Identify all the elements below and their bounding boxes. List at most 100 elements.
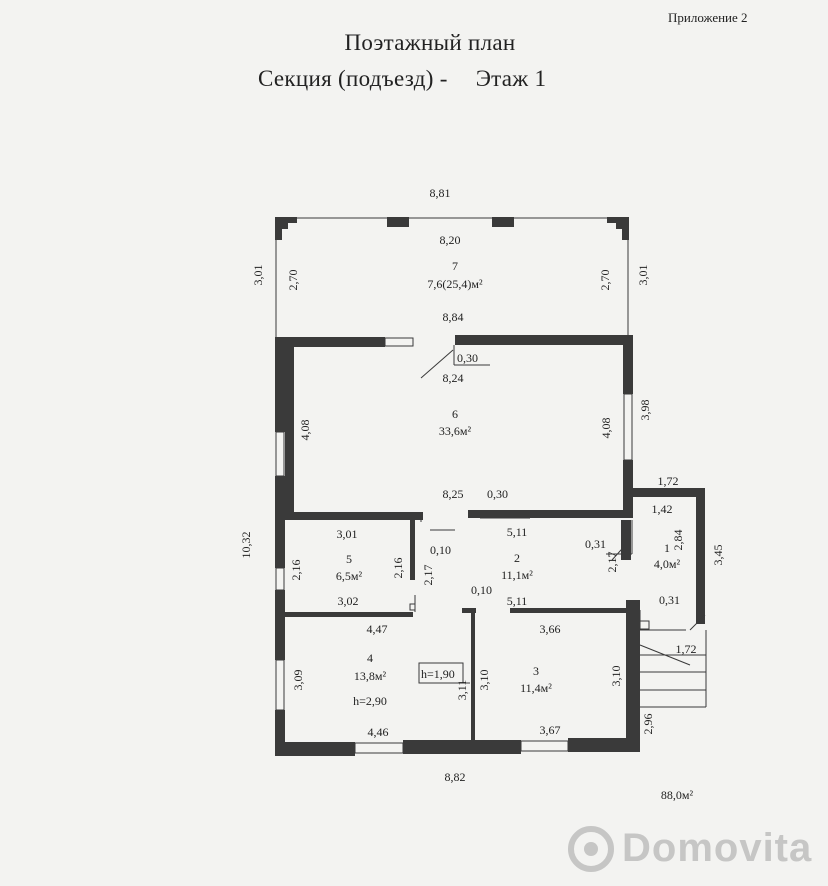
dim-room5-right-height: 2,16 bbox=[391, 558, 405, 579]
floor-label: Этаж 1 bbox=[475, 66, 547, 91]
wall-bottom-2 bbox=[403, 740, 521, 754]
partition-mid-right bbox=[510, 608, 626, 613]
dim-corridor-bottom-width: 5,11 bbox=[507, 594, 528, 608]
window-bottom-1 bbox=[354, 742, 404, 754]
dim-hall-right-outer: 3,98 bbox=[638, 400, 652, 421]
watermark-text: Domovita bbox=[622, 826, 813, 870]
partition-hall-bottom-right bbox=[468, 510, 623, 518]
room-6-number: 6 bbox=[452, 407, 458, 421]
terrace-corner-right bbox=[607, 217, 629, 240]
vestibule-right bbox=[696, 488, 705, 624]
dim-top-overall: 8,81 bbox=[430, 186, 451, 200]
appendix-label: Приложение 2 bbox=[668, 10, 748, 25]
dim-room5-width: 3,01 bbox=[337, 527, 358, 541]
dim-hall-bottom-width: 8,25 bbox=[443, 487, 464, 501]
dim-room4-bottom-width: 4,46 bbox=[368, 725, 389, 739]
room-7-area: 7,6(25,4)м² bbox=[427, 277, 483, 291]
dim-room4-top-width: 4,47 bbox=[367, 622, 388, 636]
room-4-height: h=2,90 bbox=[353, 694, 387, 708]
window-left-3 bbox=[275, 659, 285, 711]
dim-terrace-left-outer: 3,01 bbox=[251, 265, 265, 286]
wall-left-1 bbox=[275, 337, 285, 432]
partition-vertical bbox=[471, 612, 475, 744]
dim-vestibule-top-width: 1,72 bbox=[658, 474, 679, 488]
partition-stub bbox=[462, 608, 476, 613]
window-vestibule bbox=[652, 488, 684, 497]
window-left-2 bbox=[275, 567, 285, 591]
wall-left-3 bbox=[275, 590, 285, 660]
dim-room5-left-height: 2,16 bbox=[289, 560, 303, 581]
terrace-column-1 bbox=[387, 217, 409, 227]
partition-hall-bottom-left bbox=[285, 512, 423, 520]
dim-hall-right-height: 4,08 bbox=[599, 418, 613, 439]
dim-room5-partition: 0,10 bbox=[430, 543, 451, 557]
room-3-number: 3 bbox=[533, 664, 539, 678]
dim-partition-mid: 0,10 bbox=[471, 583, 492, 597]
partition-room5-right bbox=[410, 520, 415, 580]
partition-mid-left bbox=[285, 612, 413, 617]
room-3-area: 11,4м² bbox=[520, 681, 552, 695]
dim-room3-bottom-width: 3,67 bbox=[540, 723, 561, 737]
room-7-number: 7 bbox=[452, 259, 458, 273]
dim-vestibule-right-outer: 3,45 bbox=[711, 545, 725, 566]
window-right bbox=[623, 393, 633, 461]
dim-terrace-right-inner: 2,70 bbox=[598, 270, 612, 291]
terrace-column-2 bbox=[492, 217, 514, 227]
wall-right-lower bbox=[626, 600, 640, 752]
wall-bottom-1 bbox=[275, 742, 355, 756]
terrace-corner-left-inner bbox=[282, 223, 288, 229]
wall-top-right bbox=[455, 335, 633, 345]
terrace-corner-left bbox=[275, 217, 297, 240]
dim-room3-top-width: 3,66 bbox=[540, 622, 561, 636]
dim-room5-bottom-width: 3,02 bbox=[338, 594, 359, 608]
room-5-area: 6,5м² bbox=[336, 569, 363, 583]
dim-porch-height: 2,96 bbox=[641, 714, 655, 735]
dim-room4-ceiling: h=1,90 bbox=[421, 667, 455, 681]
dim-vestibule-bottom-width: 1,72 bbox=[676, 642, 697, 656]
room-labels: 7 7,6(25,4)м² 6 33,6м² 5 6,5м² 2 11,1м² … bbox=[336, 259, 681, 708]
partition-hall-left bbox=[285, 347, 294, 517]
dim-vestibule-top-gap: 1,42 bbox=[652, 502, 673, 516]
room-6-area: 33,6м² bbox=[439, 424, 472, 438]
wall-right-1 bbox=[623, 337, 633, 394]
wall-bottom-3 bbox=[568, 738, 640, 752]
dim-corridor-top-width: 5,11 bbox=[507, 525, 528, 539]
vestibule-top bbox=[633, 488, 705, 497]
dim-vestibule-bottom-gap: 0,31 bbox=[659, 593, 680, 607]
dim-terrace-bottom: 8,84 bbox=[443, 310, 464, 324]
section-label: Секция (подъезд) - bbox=[258, 66, 448, 91]
window-bottom-2 bbox=[520, 740, 569, 752]
dim-room4-right-outer: 3,11 bbox=[455, 680, 469, 701]
dim-room4-left-height: 3,09 bbox=[291, 670, 305, 691]
dim-corridor-gap: 0,31 bbox=[585, 537, 606, 551]
room-4-number: 4 bbox=[367, 651, 373, 665]
dim-room4-right-inner: 3,10 bbox=[477, 670, 491, 691]
dim-corridor-right-height: 2,17 bbox=[605, 552, 619, 573]
wall-corridor-right bbox=[621, 520, 631, 560]
wall-right-2 bbox=[623, 460, 633, 518]
dimension-labels: 8,81 8,20 3,01 2,70 2,70 3,01 8,84 8,24 … bbox=[239, 186, 725, 784]
dim-hall-left-height: 4,08 bbox=[298, 420, 312, 441]
room-2-area: 11,1м² bbox=[501, 568, 533, 582]
dim-left-overall-height: 10,32 bbox=[239, 532, 253, 559]
dim-terrace-left-inner: 2,70 bbox=[286, 270, 300, 291]
dim-room3-right-height: 3,10 bbox=[609, 666, 623, 687]
window-top bbox=[384, 337, 414, 347]
section-floor-title: Секция (подъезд) - Этаж 1 bbox=[258, 66, 546, 92]
dim-terrace-inner-width: 8,20 bbox=[440, 233, 461, 247]
dim-hall-top-width: 8,24 bbox=[443, 371, 464, 385]
dim-hall-top-gap: 0,30 bbox=[457, 351, 478, 365]
room-1-area: 4,0м² bbox=[654, 557, 681, 571]
dim-terrace-right-outer: 3,01 bbox=[636, 265, 650, 286]
dim-hall-bottom-gap: 0,30 bbox=[487, 487, 508, 501]
walls bbox=[275, 217, 705, 756]
watermark-logo-icon bbox=[568, 826, 614, 872]
total-area: 88,0м² bbox=[661, 788, 694, 802]
wall-left-4 bbox=[275, 710, 285, 756]
wall-left-2 bbox=[275, 476, 285, 568]
room-2-number: 2 bbox=[514, 551, 520, 565]
dim-bottom-overall: 8,82 bbox=[445, 770, 466, 784]
window-left-1 bbox=[275, 431, 285, 477]
room-5-number: 5 bbox=[346, 552, 352, 566]
